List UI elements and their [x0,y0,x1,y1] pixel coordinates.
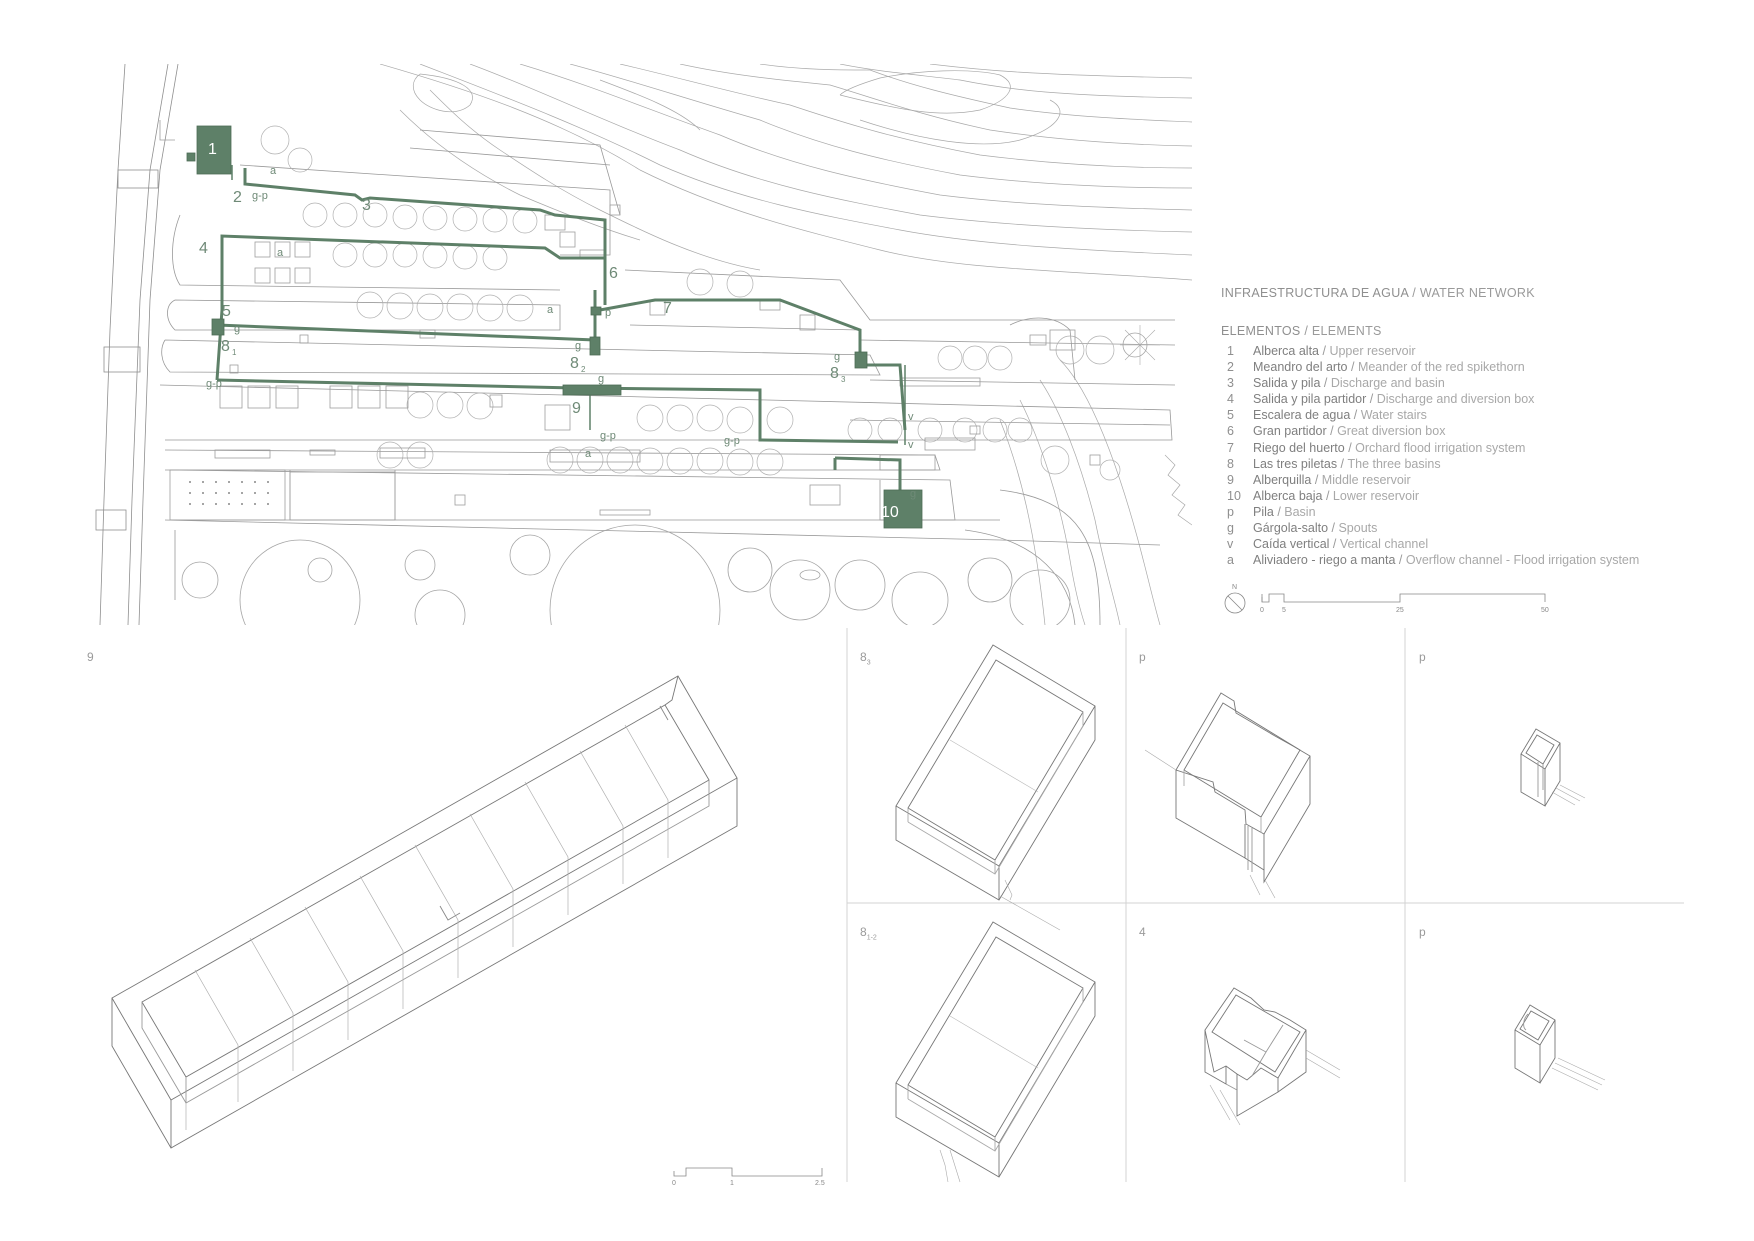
large-trees [181,332,1148,625]
plan-scale-bar [1261,593,1546,603]
water-features [186,125,923,529]
label-9: 9 [572,400,581,417]
upper-reservoir [196,125,232,175]
axo-basin-8-1-2 [895,921,1096,1183]
panel-label-9: 9 [87,650,94,664]
north-arrow: N [1224,584,1246,614]
svg-text:v: v [908,439,914,451]
svg-text:0: 0 [1260,607,1264,614]
label-5: 5 [222,303,231,320]
label-8-2: 8 [570,355,579,372]
beds [159,120,1101,521]
svg-text:v: v [908,411,914,423]
detail-scale-bar [673,1167,823,1177]
plan-scale-labels: 0 5 25 50 [1260,607,1549,614]
water-network [215,168,907,495]
svg-text:a: a [585,448,592,460]
basin-8-2 [589,336,601,356]
legend: INFRAESTRUCTURA DE AGUA / WATER NETWORK … [1221,286,1639,568]
terraces [159,129,1176,625]
axo-basin-p2 [1520,728,1586,807]
lower-reservoir [883,489,923,529]
svg-text:g-p: g-p [600,430,616,442]
label-1: 1 [208,141,217,158]
legend-title: INFRAESTRUCTURA DE AGUA / WATER NETWORK [1221,286,1535,300]
svg-text:g: g [575,340,581,352]
svg-text:g: g [598,373,604,385]
panel-label-p2: p [1419,650,1426,664]
svg-text:0: 0 [672,1180,676,1187]
panel-label-8-1-2: 81-2 [860,925,877,942]
legend-subtitle: ELEMENTOS / ELEMENTS [1221,324,1382,338]
panel-dividers [846,628,1684,1182]
label-2: 2 [233,189,242,206]
water-network-thin [231,165,906,445]
svg-text:a: a [277,247,284,259]
svg-text:50: 50 [1541,607,1549,614]
detail-scale-labels: 0 1 2.5 [672,1180,825,1187]
svg-text:1: 1 [730,1180,734,1187]
label-8-2-sub: 2 [581,365,586,374]
label-10: 10 [881,504,899,521]
label-4: 4 [199,240,208,257]
dot-grid [189,481,269,505]
svg-text:g: g [910,488,916,500]
panel-label-p3: p [1419,925,1426,939]
svg-text:a: a [547,304,554,316]
axo-basin-p3 [1514,1004,1606,1091]
svg-text:g-p: g-p [252,190,268,202]
panel-label-4: 4 [1139,925,1146,939]
panel-label-p1: p [1139,650,1146,664]
svg-text:2.5: 2.5 [815,1180,825,1187]
svg-text:p: p [605,307,611,319]
middle-reservoir [562,384,622,396]
svg-text:g: g [234,323,240,335]
label-3: 3 [362,197,371,214]
small-box [186,152,196,162]
contour-lines [379,64,1192,625]
diversion-box-6 [590,306,602,316]
label-6: 6 [609,265,618,282]
palm-tree [1120,325,1160,365]
svg-text:25: 25 [1396,607,1404,614]
axo-diversion-box-4 [1204,987,1341,1126]
site-plan [95,64,1192,625]
label-8-3: 8 [830,365,839,382]
label-8-1-sub: 1 [232,348,237,357]
basin-8-3 [854,351,868,369]
svg-text:a: a [270,165,277,177]
water-stairs-box [211,318,225,336]
svg-text:5: 5 [1282,607,1286,614]
svg-text:g: g [834,351,840,363]
label-8-3-sub: 3 [841,375,846,384]
plan-labels: 1 2 3 4 5 6 7 8 1 8 2 8 3 9 10 a g-p a g… [199,141,916,521]
panel-label-8-3: 83 [860,650,871,667]
axo-basin-p1 [1144,692,1311,899]
axo-basin-8-3 [895,644,1096,931]
boundary-road [95,64,179,625]
svg-text:g-p: g-p [206,378,222,390]
svg-text:g-p: g-p [724,435,740,447]
svg-text:N: N [1232,584,1237,591]
axo-middle-reservoir [111,675,738,1149]
label-7: 7 [663,300,672,317]
label-8-1: 8 [221,338,230,355]
